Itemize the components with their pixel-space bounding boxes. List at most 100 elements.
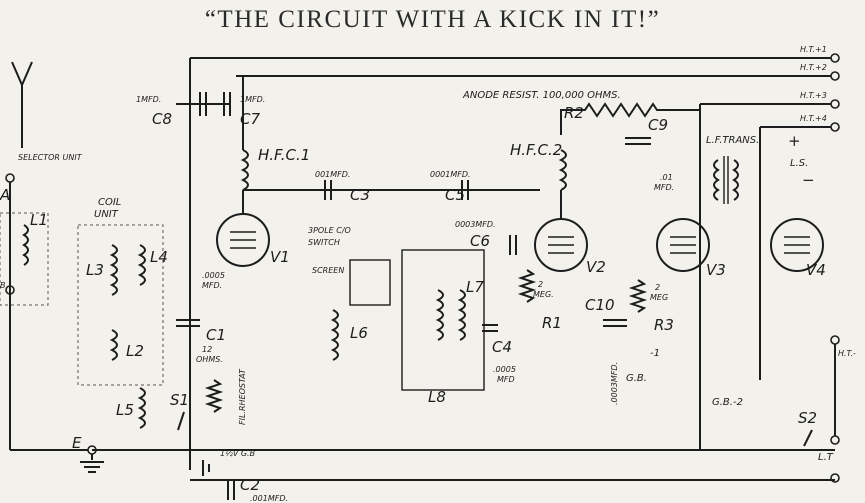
label-l5: L5 (116, 401, 134, 419)
capacitor-c7 (223, 92, 231, 116)
label-ls-plus: + (788, 132, 801, 150)
ht3-label: H.T.+3 (800, 91, 827, 100)
label-c6-value: 0003MFD. (455, 220, 496, 229)
coil-hfc2 (558, 149, 567, 191)
coil-l4 (137, 244, 146, 286)
resistor-r2 (560, 102, 701, 135)
lf-primary (713, 159, 720, 201)
resistor-r1 (517, 269, 537, 303)
capacitor-c8 (199, 92, 207, 116)
label-gb: 1½V G.B (220, 449, 255, 458)
ht4-terminal (830, 122, 840, 132)
coil-l1 (22, 224, 29, 266)
label-c9: C9 (648, 116, 668, 134)
ht1-label: H.T.+1 (800, 45, 827, 54)
coil-l5 (137, 387, 146, 429)
label-l4: L4 (150, 248, 168, 266)
label-r2: R2 (564, 104, 584, 122)
label-l8: L8 (428, 388, 446, 406)
capacitor-c6 (509, 235, 517, 255)
label-c4: C4 (492, 338, 512, 356)
page-title: “THE CIRCUIT WITH A KICK IN IT!” (204, 6, 661, 33)
label-a: A (0, 186, 10, 204)
ht4-label: H.T.+4 (800, 114, 827, 123)
ht3-terminal (830, 99, 840, 109)
capacitor-c10 (603, 319, 627, 327)
label-c10: C10 (585, 296, 615, 314)
label-v4: V4 (806, 261, 826, 279)
label-r1: R1 (542, 314, 562, 332)
ht2-label: H.T.+2 (800, 63, 827, 72)
label-l2: L2 (126, 342, 144, 360)
switch-body (349, 259, 391, 306)
label-s2: S2 (798, 409, 817, 427)
label-screen: SCREEN (312, 266, 344, 275)
ht2-terminal (830, 71, 840, 81)
valve-v3-envelope (656, 218, 710, 272)
selector-unit-label: SELECTOR UNIT (18, 153, 83, 162)
lf-core (723, 156, 729, 204)
valve-v2-electrodes (548, 236, 574, 254)
label-lf-trans: L.F.TRANS. (706, 135, 759, 146)
label-rheostat: FIL.RHEOSTAT (238, 368, 247, 425)
valve-v4-electrodes (784, 236, 810, 254)
label-gb-right: G.B. (626, 373, 647, 384)
label-anode-resist: ANODE RESIST. 100,000 OHMS. (462, 90, 621, 101)
valve-v1-electrodes (230, 231, 256, 249)
coil-l8 (435, 289, 444, 341)
ht-rails: H.T.+1 H.T.+2 H.T.+3 H.T.+4 H.T.- (190, 45, 856, 358)
label-minus-1: -1 (650, 348, 660, 359)
coil-l3 (109, 244, 118, 296)
coil-l8-frame (401, 249, 485, 391)
label-e: E (72, 434, 82, 452)
terminal-a (5, 173, 15, 183)
label-c2: C2 (240, 476, 260, 494)
label-c7: C7 (240, 110, 260, 128)
label-ls-minus: − (802, 171, 815, 189)
label-l7: L7 (466, 278, 484, 296)
switch-section: 3POLE C/O SWITCH SCREEN L6 L7 L8 C4 .000… (308, 226, 516, 406)
capacitor-c4 (482, 324, 498, 332)
label-switch-1: 3POLE C/O (308, 226, 351, 235)
label-c5: C5 (445, 186, 465, 204)
switch-s1 (177, 411, 185, 431)
coil-unit-box (77, 224, 164, 386)
label-switch-2: SWITCH (308, 238, 340, 247)
capacitor-c5 (461, 180, 469, 200)
ht1-terminal (830, 53, 840, 63)
label-c10-value: .0003MFD. (610, 362, 619, 405)
label-l3: L3 (86, 261, 104, 279)
aerial-icon (11, 61, 33, 148)
label-r3: R3 (654, 316, 674, 334)
label-c5-value: 0001MFD. (430, 170, 471, 179)
bus-lines (92, 104, 836, 481)
label-mfd7: 1MFD. (240, 95, 265, 104)
label-s1: S1 (170, 391, 189, 409)
valve-v3-electrodes (670, 236, 696, 254)
label-gb-2: G.B.-2 (712, 397, 743, 408)
label-hfc1: H.F.C.1 (258, 146, 310, 164)
ht-minus-terminal (830, 335, 840, 345)
label-v2: V2 (586, 258, 606, 276)
coil-l7 (457, 289, 466, 341)
switch-s2 (803, 429, 813, 447)
capacitor-c2 (227, 480, 235, 500)
label-c1: C1 (206, 326, 226, 344)
label-mfd8: 1MFD. (136, 95, 161, 104)
label-c3-value: 001MFD. (315, 170, 350, 179)
capacitor-c3 (324, 180, 332, 200)
coupling-section: 001MFD. C3 0001MFD. C5 0003MFD. C6 (243, 170, 540, 255)
capacitor-c9 (625, 137, 651, 145)
